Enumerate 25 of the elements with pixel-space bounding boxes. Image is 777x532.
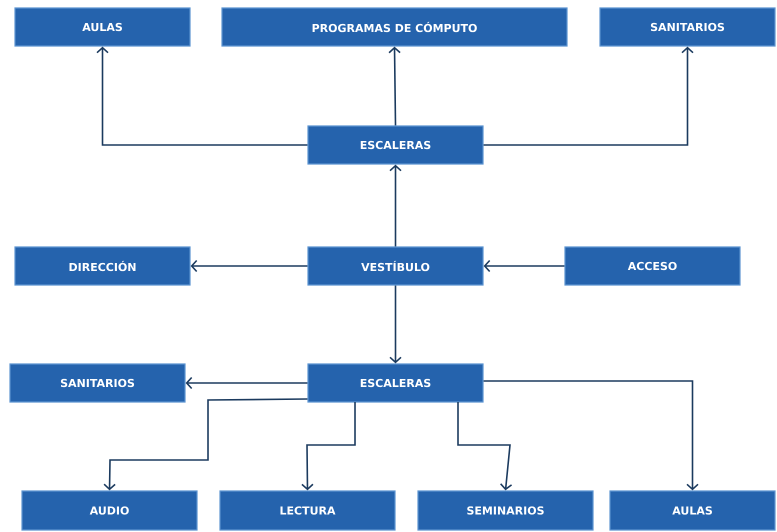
arrow — [186, 376, 308, 390]
process-box: ACCESO — [564, 246, 741, 286]
arrow — [301, 402, 356, 490]
process-box: AULAS — [609, 490, 776, 531]
arrow — [104, 398, 308, 490]
arrow — [389, 286, 402, 364]
arrow — [484, 46, 694, 146]
arrow — [457, 402, 512, 490]
process-box: ESCALERAS — [307, 125, 484, 165]
process-box: LECTURA — [219, 490, 396, 531]
process-box: AULAS — [14, 7, 191, 47]
process-box: PROGRAMAS DE CÓMPUTO — [221, 7, 568, 47]
process-box: VESTÍBULO — [307, 246, 484, 286]
arrow — [484, 260, 564, 272]
process-box: DIRECCIÓN — [14, 246, 191, 286]
process-box: AUDIO — [21, 490, 198, 531]
arrow — [484, 380, 699, 490]
arrow — [389, 164, 402, 246]
arrow — [96, 46, 308, 146]
process-box: ESCALERAS — [307, 363, 484, 403]
arrow — [388, 46, 401, 126]
arrow — [190, 260, 308, 272]
process-box: SANITARIOS — [599, 7, 776, 47]
process-box: SANITARIOS — [9, 363, 186, 403]
process-box: SEMINARIOS — [417, 490, 594, 531]
